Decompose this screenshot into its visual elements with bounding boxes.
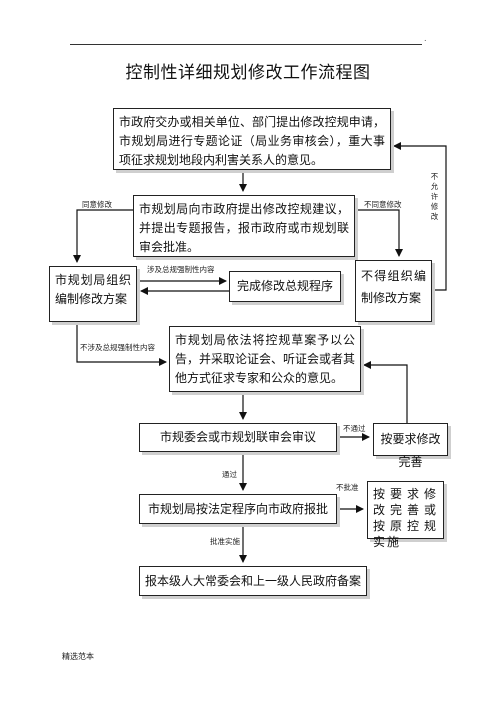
label-not-allowed: 不允许修改 [430, 172, 439, 221]
step-not-compile: 不得组织编制修改方案 [355, 260, 432, 322]
label-agree: 同意修改 [82, 200, 112, 209]
label-disagree: 不同意修改 [364, 200, 402, 209]
step-compile-plan: 市规划局组织编制修改方案 [49, 266, 137, 322]
step-submit-request: 市政府交办或相关单位、部门提出修改控规申请，市规划局进行专题论证（局业务审核会）… [113, 108, 391, 170]
header-rule [70, 44, 422, 45]
step-revise: 按要求修改完善 [373, 423, 448, 469]
arrow-disagree [355, 209, 403, 257]
step-public-notice: 市规划局依法将控规草案予以公告，并采取论证会、听证会或者其他方式征求专家和公众的… [169, 326, 361, 392]
label-involves: 涉及总规强制性内容 [147, 265, 215, 274]
step-committee-review: 市规委会或市规划联审会审议 [139, 423, 337, 452]
step-revise-or-keep: 按要求修改完善或按原控规实施 [367, 481, 444, 549]
arrow-b8-b6 [363, 361, 408, 423]
step-file-record: 报本级人大常委会和上一级人民政府备案 [139, 566, 367, 596]
step-submit-approval: 市规划局按法定程序向市政府报批 [139, 494, 337, 524]
label-approved: 批准实施 [210, 537, 240, 546]
label-pass: 通过 [222, 470, 237, 479]
label-not-involves: 不涉及总规强制性内容 [80, 343, 155, 352]
arrow-agree [73, 209, 133, 263]
step-propose-revision: 市规划局向市政府提出修改控规建议，并提出专题报告，报市政府或市规划联审会批准。 [133, 195, 355, 257]
header-mark: . [424, 34, 427, 43]
arrow-not-allowed [393, 142, 447, 291]
step-complete-master-plan: 完成修改总规程序 [229, 271, 341, 302]
label-fail: 不通过 [343, 424, 366, 433]
page-title: 控制性详细规划修改工作流程图 [125, 63, 371, 83]
label-not-approved: 不批准 [336, 483, 359, 492]
footer-text: 精选范本 [62, 652, 94, 661]
arrow-not-involves [76, 321, 167, 366]
